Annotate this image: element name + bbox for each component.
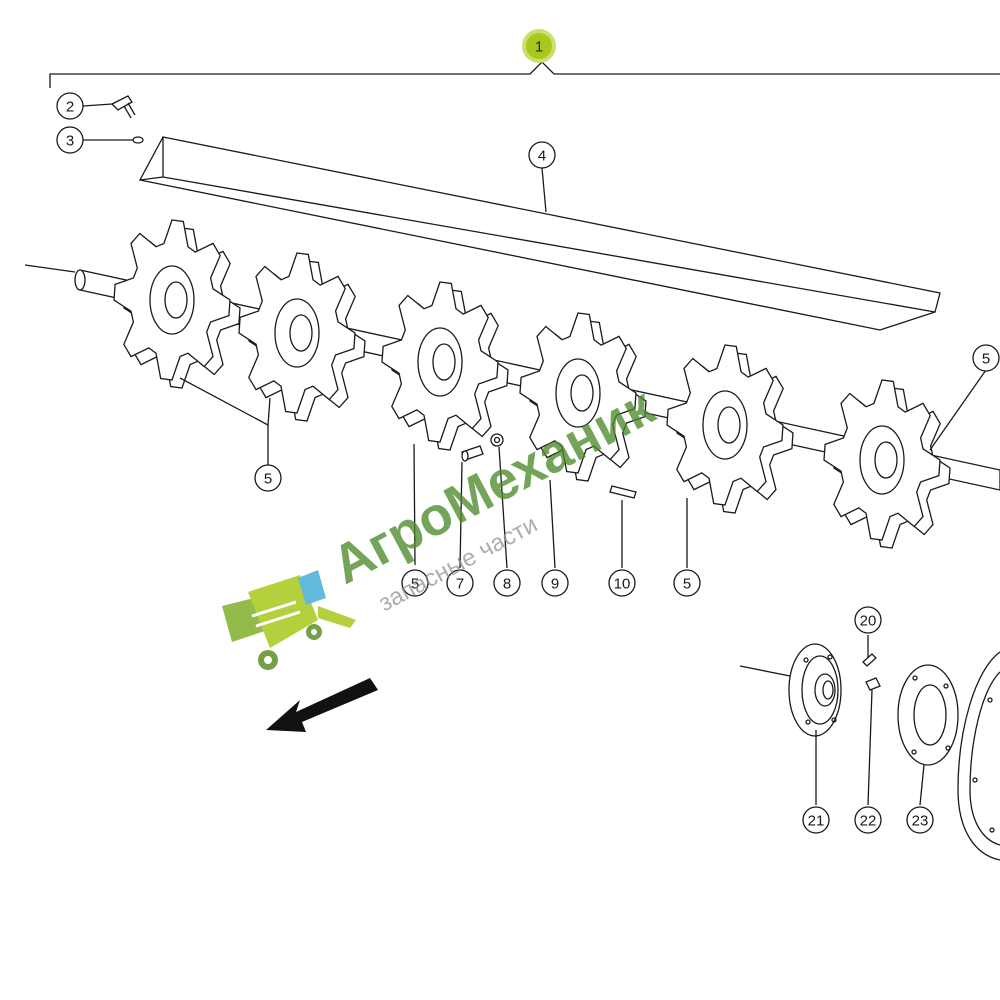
callout-21[interactable]: 21 — [802, 806, 830, 834]
sprocket-wheel — [666, 344, 794, 514]
key-part — [609, 485, 637, 499]
combine-harvester-icon — [222, 570, 356, 670]
callout-9[interactable]: 9 — [541, 569, 569, 597]
callout-3[interactable]: 3 — [56, 126, 84, 154]
gasket — [897, 664, 959, 766]
callout-23[interactable]: 23 — [906, 806, 934, 834]
svg-text:20: 20 — [860, 613, 877, 630]
sprocket-wheel — [381, 281, 509, 451]
svg-text:5: 5 — [264, 471, 272, 488]
svg-text:21: 21 — [808, 813, 825, 830]
bearing-flange — [739, 643, 842, 737]
sprocket-wheel — [823, 379, 951, 549]
svg-text:5: 5 — [683, 576, 691, 593]
sprocket-wheel — [113, 219, 241, 389]
watermark-brand: АгроМеханик — [322, 376, 664, 596]
callout-5[interactable]: 5 — [972, 344, 1000, 372]
grease-nipple — [862, 653, 877, 667]
svg-text:23: 23 — [912, 813, 929, 830]
callout-5[interactable]: 5 — [673, 569, 701, 597]
flange-bolt — [865, 677, 881, 691]
callout-4[interactable]: 4 — [528, 141, 556, 169]
sprocket-group — [113, 219, 951, 549]
callout-22[interactable]: 22 — [854, 806, 882, 834]
callout-8[interactable]: 8 — [493, 569, 521, 597]
nut-part — [490, 433, 504, 447]
assembly-bracket — [49, 61, 1000, 88]
callout-5[interactable]: 5 — [401, 569, 429, 597]
callout-5[interactable]: 5 — [254, 464, 282, 492]
callout-20[interactable]: 20 — [854, 606, 882, 634]
svg-text:10: 10 — [614, 576, 631, 593]
svg-text:7: 7 — [456, 576, 464, 593]
cover-plate — [138, 136, 941, 331]
leader-lines — [82, 103, 987, 806]
svg-text:5: 5 — [982, 351, 990, 368]
callout-7[interactable]: 7 — [446, 569, 474, 597]
callout-2[interactable]: 2 — [56, 92, 84, 120]
svg-text:3: 3 — [66, 133, 74, 150]
svg-text:4: 4 — [538, 148, 546, 165]
svg-text:2: 2 — [66, 99, 74, 116]
svg-text:5: 5 — [411, 576, 419, 593]
housing-wall — [957, 651, 1000, 861]
callout-10[interactable]: 10 — [608, 569, 636, 597]
svg-text:1: 1 — [535, 39, 543, 56]
callout-1[interactable]: 1 — [522, 29, 556, 63]
svg-text:8: 8 — [503, 576, 511, 593]
arrow-left-icon — [266, 678, 378, 732]
svg-text:9: 9 — [551, 576, 559, 593]
washer-part — [132, 136, 144, 144]
sprocket-wheel — [238, 252, 366, 422]
svg-text:22: 22 — [860, 813, 877, 830]
sprocket-wheel — [519, 312, 647, 482]
screw-part — [461, 445, 484, 462]
bolt-part — [110, 95, 136, 119]
